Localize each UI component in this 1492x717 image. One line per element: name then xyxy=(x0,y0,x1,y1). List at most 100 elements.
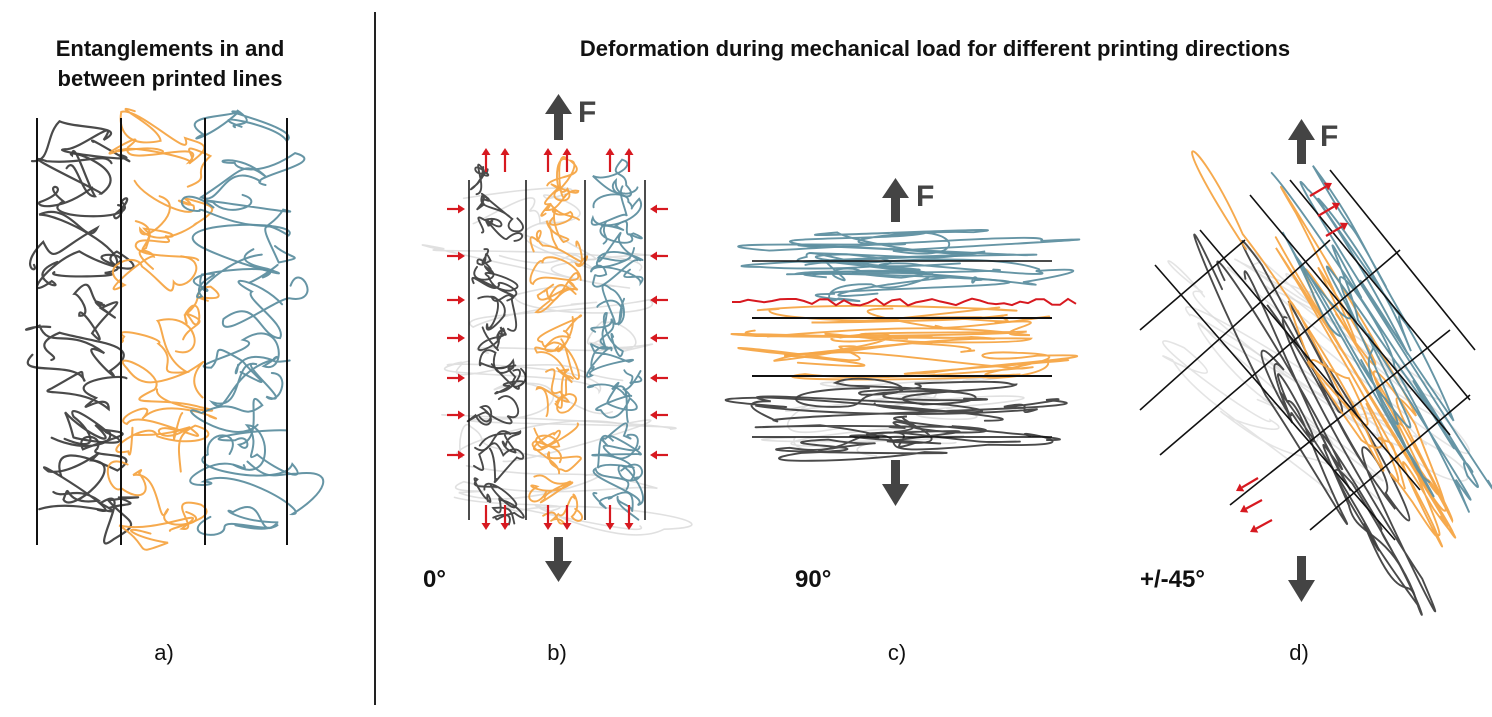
polymer-strand xyxy=(601,422,641,460)
polymer-strand xyxy=(1281,231,1435,498)
line-boundary xyxy=(1139,239,1331,411)
polymer-strand xyxy=(1162,340,1379,500)
stress-arrow xyxy=(500,148,510,172)
stress-arrow xyxy=(543,505,553,530)
stress-arrow xyxy=(650,333,668,343)
polymer-strand xyxy=(25,324,125,377)
stress-arrow xyxy=(605,505,615,530)
force-arrow-down xyxy=(882,460,909,506)
polymer-strand xyxy=(476,192,524,233)
polymer-strand xyxy=(586,369,643,398)
polymer-strand xyxy=(592,158,639,198)
stress-arrow xyxy=(624,505,634,530)
polymer-strand xyxy=(534,280,579,314)
stress-arrow xyxy=(500,505,510,530)
stress-arrow xyxy=(562,148,572,172)
polymer-strand xyxy=(455,419,652,463)
polymer-strand xyxy=(108,138,213,188)
stress-arrow xyxy=(481,505,491,530)
polymer-strand xyxy=(122,359,213,412)
polymer-strand xyxy=(29,210,122,271)
stress-arrow xyxy=(1250,519,1273,533)
polymer-strand xyxy=(477,326,507,351)
polymer-strand xyxy=(444,360,624,395)
polymer-strand xyxy=(208,356,284,407)
angle-label-c: 90° xyxy=(795,566,832,593)
polymer-strand xyxy=(1216,260,1423,616)
polymer-strand xyxy=(592,491,640,521)
force-label-d: F xyxy=(1320,120,1339,153)
polymer-strand xyxy=(1299,165,1492,491)
polymer-strand xyxy=(1226,266,1471,455)
panel-a-entanglements xyxy=(25,107,325,551)
stress-arrow xyxy=(605,148,615,172)
polymer-strand xyxy=(191,223,296,275)
line-boundary xyxy=(1309,394,1471,531)
panel-a-title: Entanglements in and between printed lin… xyxy=(0,34,340,94)
panel-label-d: d) xyxy=(1289,640,1309,665)
stress-arrow xyxy=(481,148,491,172)
polymer-strand xyxy=(36,250,135,289)
polymer-strand xyxy=(534,338,580,380)
line-boundary xyxy=(1139,239,1246,331)
polymer-strand xyxy=(1185,306,1398,451)
stress-arrow xyxy=(447,295,465,305)
panel-a-title-line1: Entanglements in and xyxy=(55,36,285,61)
polymer-strand xyxy=(591,434,642,482)
polymer-strand xyxy=(490,363,525,395)
polymer-strand xyxy=(724,395,1068,423)
polymer-strand xyxy=(754,415,1061,444)
polymer-strand xyxy=(596,284,626,326)
polymer-strand xyxy=(115,424,210,473)
polymer-strand xyxy=(50,428,128,478)
polymer-strand xyxy=(737,332,1033,362)
stress-arrow xyxy=(447,251,465,261)
polymer-strand xyxy=(477,216,524,242)
polymer-strand xyxy=(546,156,578,202)
polymer-strand xyxy=(474,429,522,454)
stress-arrow xyxy=(650,204,668,214)
line-boundary xyxy=(1289,179,1471,401)
line-boundary xyxy=(1159,249,1401,456)
panel-label-b: b) xyxy=(547,640,567,665)
polymer-strand xyxy=(192,253,279,299)
polymer-strand xyxy=(491,497,525,526)
polymer-strand xyxy=(737,229,1081,259)
panel-a-title-line2: between printed lines xyxy=(57,66,283,91)
polymer-strand xyxy=(1280,186,1454,524)
stress-arrow xyxy=(650,373,668,383)
polymer-strand xyxy=(803,269,1011,303)
panel-d-plus-minus-45 xyxy=(1139,119,1492,616)
stress-arrow xyxy=(1325,222,1348,237)
stress-arrow xyxy=(1240,499,1263,513)
polymer-strand xyxy=(775,431,1054,462)
polymer-strand xyxy=(473,442,525,484)
polymer-strand xyxy=(36,150,113,198)
polymer-strand xyxy=(1240,240,1437,613)
polymer-strand xyxy=(786,259,1075,286)
stress-arrow xyxy=(650,251,668,261)
stress-arrow xyxy=(447,373,465,383)
angle-label-d: +/-45° xyxy=(1140,566,1205,593)
stress-arrow xyxy=(447,333,465,343)
force-label-b: F xyxy=(578,96,597,129)
stress-arrow xyxy=(624,148,634,172)
polymer-strand xyxy=(590,259,644,288)
polymer-strand xyxy=(595,232,644,268)
main-title: Deformation during mechanical load for d… xyxy=(579,36,1291,61)
polymer-strand xyxy=(112,249,198,292)
polymer-strand xyxy=(595,381,638,423)
polymer-strand xyxy=(190,397,288,449)
polymer-strand xyxy=(462,187,581,225)
polymer-strand xyxy=(421,244,667,289)
stress-arrow xyxy=(562,505,572,530)
stress-arrow xyxy=(650,295,668,305)
polymer-strand xyxy=(63,410,121,446)
polymer-strand xyxy=(477,294,518,332)
polymer-strand xyxy=(122,407,218,441)
polymer-strand xyxy=(1197,322,1384,482)
polymer-strand xyxy=(545,368,575,409)
polymer-strand xyxy=(182,285,220,341)
stress-arrow xyxy=(1317,202,1340,217)
